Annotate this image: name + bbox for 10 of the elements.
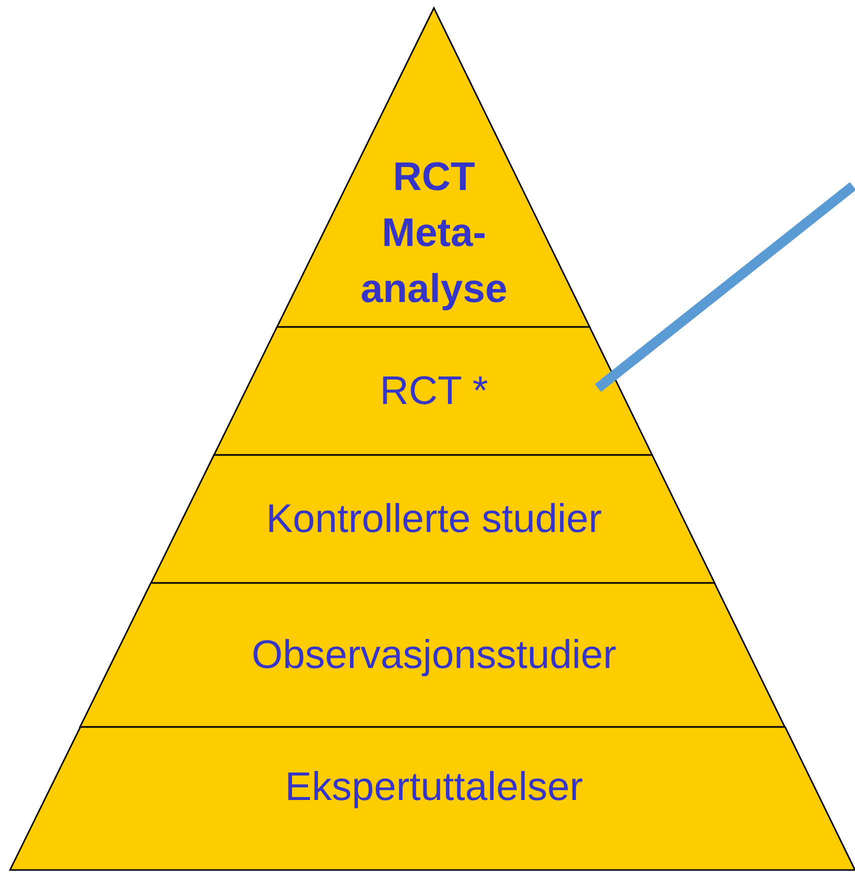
pyramid-tier	[10, 727, 855, 870]
pyramid-tier	[214, 327, 652, 455]
pyramid-tier	[151, 455, 715, 583]
tier-label: Kontrollerte studier	[266, 496, 602, 543]
tier-label: Ekspertuttalelser	[285, 764, 583, 811]
tier-label: RCT Meta-analyse	[360, 154, 508, 313]
pyramid-tier	[277, 8, 590, 327]
tier-label: RCT *	[380, 368, 488, 415]
pyramid-tier	[80, 583, 786, 727]
tier-label: Observasjonsstudier	[252, 632, 616, 679]
